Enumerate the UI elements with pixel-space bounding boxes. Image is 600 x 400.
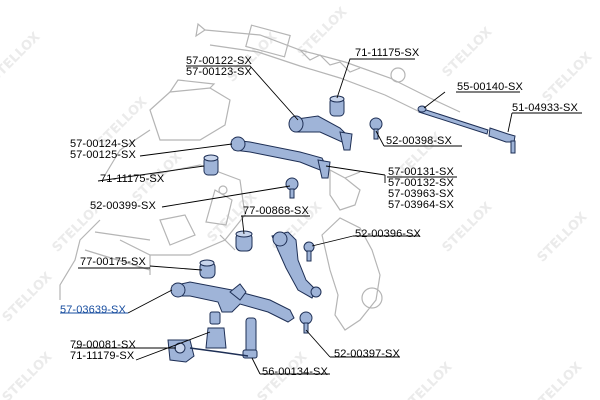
ball-joint-upper [369, 117, 383, 140]
stabilizer-link [242, 317, 258, 359]
watermark-text-4: STELLOX [440, 25, 496, 81]
watermark-text-11: STELLOX [535, 210, 591, 266]
label-71-11179: 71-11179-SX [70, 350, 135, 362]
steering-rack-ghost [195, 22, 461, 113]
label-55-00140: 55-00140-SX [457, 81, 523, 93]
tie-rod-end [488, 127, 516, 154]
watermark-text-5: STELLOX [540, 50, 596, 106]
label-56-00134: 56-00134-SX [262, 366, 328, 378]
label-57-03963: 57-03963-SX [388, 188, 454, 200]
bushing-77-00175 [199, 259, 216, 279]
label-52-00398: 52-00398-SX [386, 135, 452, 147]
watermark-text-12: STELLOX [0, 350, 55, 400]
watermark-text-14: STELLOX [400, 360, 456, 400]
label-52-00396: 52-00396-SX [355, 228, 421, 240]
watermark-text-3: STELLOX [295, 5, 351, 61]
label-57-00132: 57-00132-SX [388, 177, 454, 189]
lower-front-control-arm [170, 281, 295, 323]
label-57-03639: 57-03639-SX [60, 304, 126, 316]
stabilizer-bar [189, 347, 249, 357]
knuckle-ghost [321, 169, 383, 331]
label-57-00123: 57-00123-SX [186, 66, 252, 78]
bushing-top [329, 95, 345, 117]
label-79-00081: 79-00081-SX [70, 339, 136, 351]
label-57-00124: 57-00124-SX [70, 138, 136, 150]
ball-joint-bottom [299, 311, 313, 334]
bushing-mid [203, 154, 219, 176]
inner-tie-rod [417, 105, 489, 135]
label-57-00131: 57-00131-SX [388, 166, 454, 178]
label-57-00125: 57-00125-SX [70, 149, 136, 161]
label-57-03964: 57-03964-SX [388, 199, 454, 211]
leader-lines [60, 58, 582, 375]
ball-joint-lower [303, 241, 315, 262]
watermark-text-15: STELLOX [530, 360, 586, 400]
upper-rear-control-arm [288, 115, 353, 151]
watermark-text-6: STELLOX [0, 270, 55, 326]
label-52-00397: 52-00397-SX [334, 348, 400, 360]
label-77-00868: 77-00868-SX [243, 205, 309, 217]
label-77-00175: 77-00175-SX [80, 256, 146, 268]
label-52-00399: 52-00399-SX [90, 200, 156, 212]
watermark-text-0: STELLOX [0, 30, 43, 86]
label-57-00122: 57-00122-SX [186, 55, 252, 67]
lower-rear-control-arm [271, 231, 322, 299]
label-71-11175-top: 71-11175-SX [355, 47, 420, 59]
label-71-11175-mid: 71-11175-SX [100, 173, 165, 185]
label-51-04933: 51-04933-SX [512, 102, 578, 114]
ball-joint-mid [285, 177, 299, 199]
upper-front-control-arm [230, 136, 331, 179]
